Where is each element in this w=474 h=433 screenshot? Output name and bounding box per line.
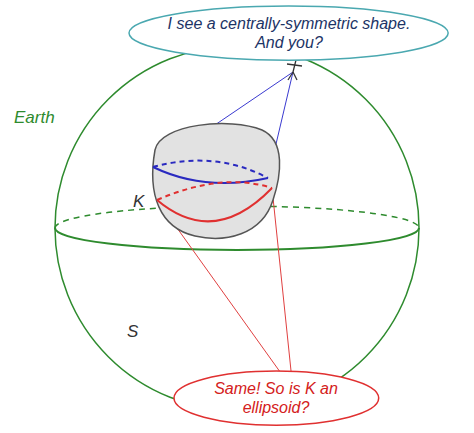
thought-bubble: Same! So is K an ellipsoid? xyxy=(173,370,380,426)
bubble-outline xyxy=(128,5,449,61)
earth-label: Earth xyxy=(14,108,55,128)
bubble-text: Same! So is K an ellipsoid? xyxy=(193,379,358,417)
bubble-outline xyxy=(173,370,380,426)
bubble-ellipse xyxy=(174,371,379,425)
bubble-ellipse xyxy=(129,6,448,60)
red-curve-front xyxy=(157,188,272,221)
blue-curve-back xyxy=(153,161,268,178)
thought-bubble: I see a centrally-symmetric shape. And y… xyxy=(128,5,449,61)
earth-circle xyxy=(55,46,419,410)
bubble-text: I see a centrally-symmetric shape. And y… xyxy=(158,14,420,52)
red-sight-line xyxy=(272,188,293,390)
convex-body xyxy=(153,124,280,239)
blue-curve-front xyxy=(153,167,268,183)
body-label: K xyxy=(133,192,144,212)
red-curve-back xyxy=(157,182,272,200)
sphere-label: S xyxy=(127,322,138,342)
